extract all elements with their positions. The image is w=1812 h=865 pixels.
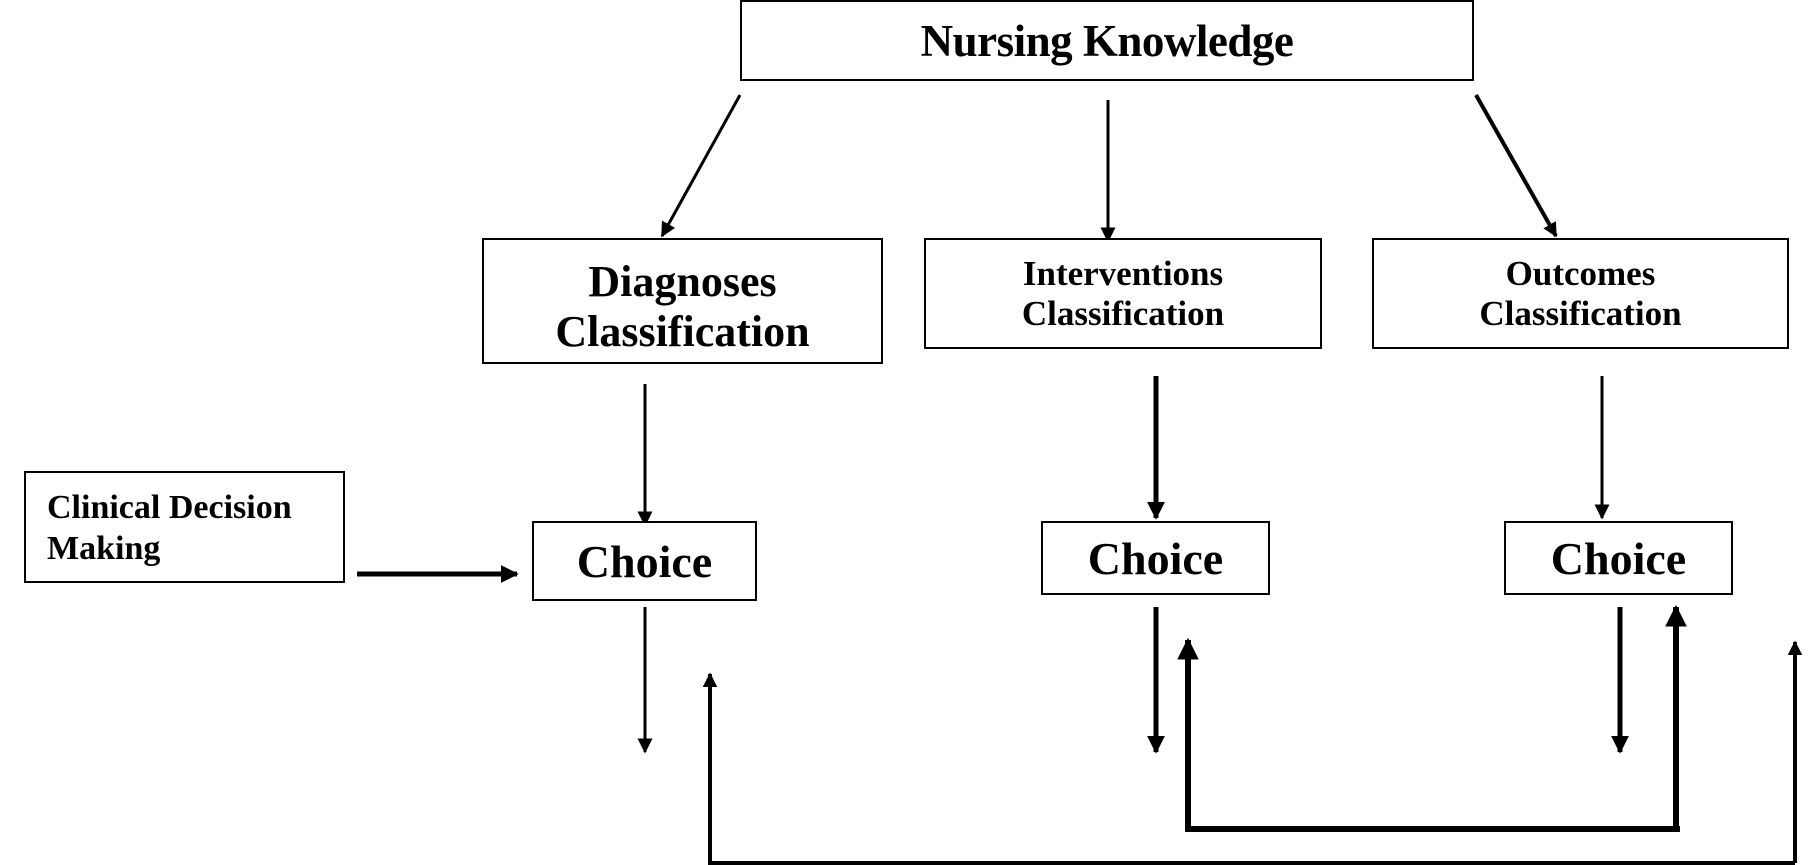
diagnoses-label-line-1: Diagnoses: [588, 257, 777, 306]
choice-box-outcomes: Choice: [1504, 521, 1733, 595]
diagnoses-classification-box: Diagnoses Classification: [482, 238, 883, 364]
clinical-decision-making-line-1: Clinical Decision: [47, 489, 292, 526]
choice-label: Choice: [1087, 532, 1224, 584]
feedback-loop-outer: [702, 672, 1795, 865]
choice-box-interventions: Choice: [1041, 521, 1270, 595]
feedback-loop-inner: [1177, 637, 1680, 832]
interventions-label-line-2: Classification: [1021, 293, 1225, 333]
arrow-root-to-diagnoses: [660, 94, 742, 238]
outcomes-label-line-1: Outcomes: [1505, 253, 1656, 293]
diagnoses-label-line-2: Classification: [555, 307, 810, 356]
outcomes-classification-box: Outcomes Classification: [1372, 238, 1789, 349]
choice-label: Choice: [1550, 532, 1687, 584]
clinical-decision-making-line-2: Making: [47, 530, 161, 567]
interventions-classification-box: Interventions Classification: [924, 238, 1322, 349]
outcomes-label-line-2: Classification: [1479, 293, 1682, 333]
nursing-knowledge-label: Nursing Knowledge: [920, 15, 1294, 66]
choice-label: Choice: [576, 535, 713, 587]
arrow-root-to-outcomes: [1474, 94, 1558, 238]
choice-box-diagnoses: Choice: [532, 521, 757, 601]
interventions-label-line-1: Interventions: [1022, 253, 1224, 293]
nursing-knowledge-box: Nursing Knowledge: [740, 0, 1474, 81]
clinical-decision-making-box: Clinical Decision Making: [24, 471, 345, 583]
